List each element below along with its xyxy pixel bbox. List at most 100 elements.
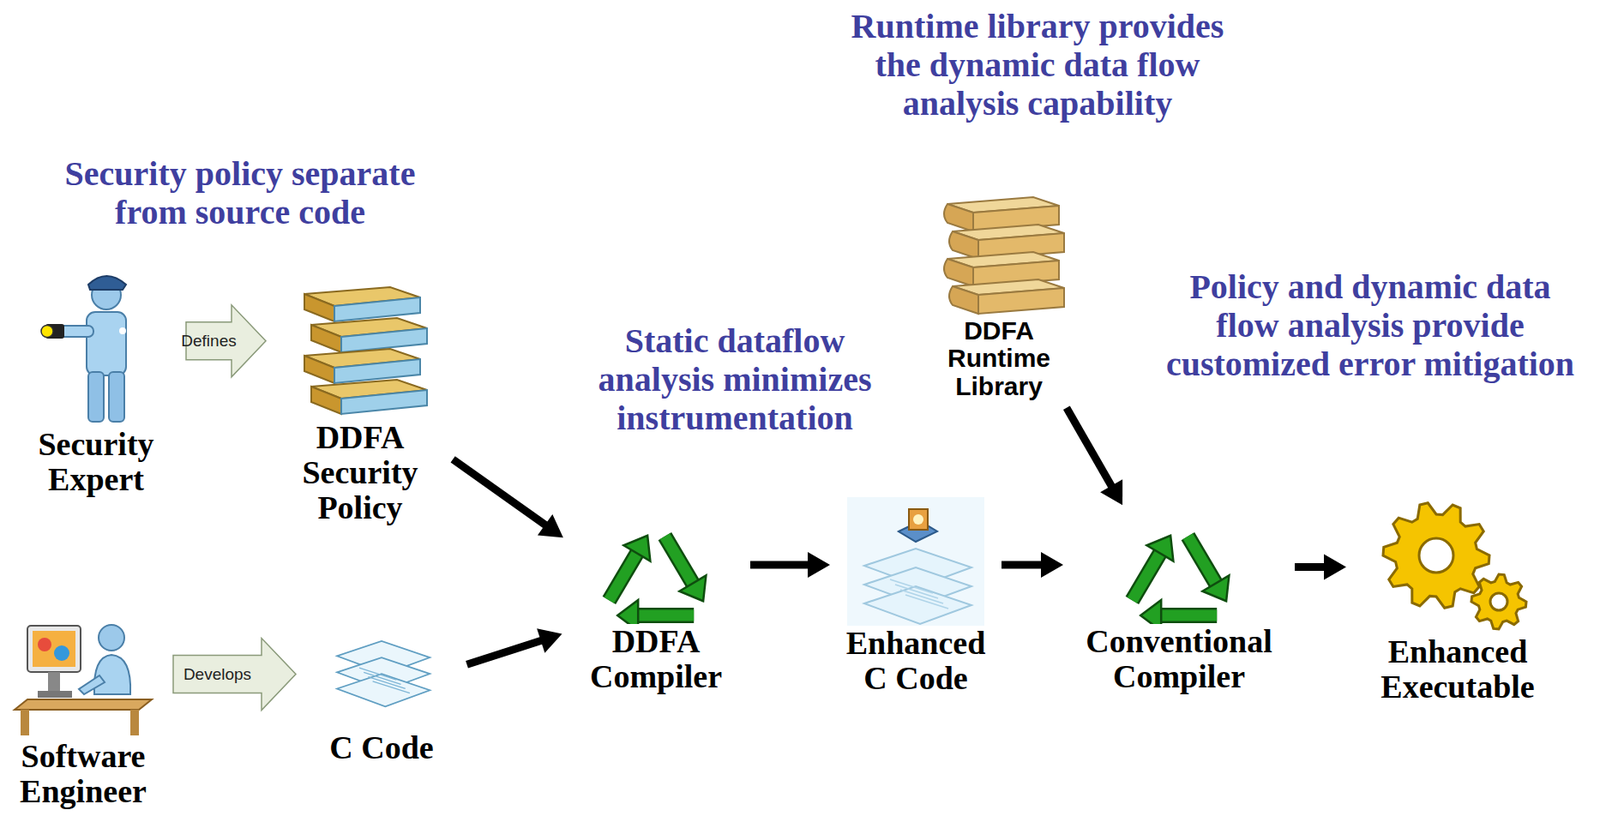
icon-part [1383, 503, 1490, 608]
node-label: Security Expert [14, 427, 178, 498]
annotation: Security policy separate from source cod… [51, 154, 429, 232]
arrow-shaft [467, 639, 545, 665]
icon-part [608, 553, 638, 601]
node-label: DDFA Runtime Library [921, 317, 1077, 401]
icon-part [119, 327, 127, 335]
arrow-head [1040, 552, 1064, 578]
icon-part [944, 258, 974, 287]
arrow-head [537, 514, 564, 538]
icon-part [372, 681, 410, 694]
node-label: DDFA Compiler [570, 624, 742, 695]
flow-arrow [467, 628, 563, 665]
icon-part [679, 575, 706, 602]
flow-arrow [1066, 408, 1123, 506]
flow-arrow [750, 552, 831, 578]
flow-arrow [1294, 554, 1347, 581]
icon-part [48, 672, 61, 693]
icon-part [108, 372, 125, 422]
node-label: Enhanced C Code [838, 625, 993, 697]
icon-part [20, 709, 30, 736]
node-icon [838, 497, 993, 626]
icon-part [98, 625, 125, 651]
node-icon [1354, 497, 1561, 635]
process-node: Conventional Compiler [1071, 512, 1287, 695]
icon-part [637, 610, 694, 622]
node-icon [570, 512, 742, 625]
icon-part [14, 699, 152, 710]
arrow-shaft [1294, 563, 1328, 572]
icon-part [608, 553, 638, 601]
node-icon [304, 619, 459, 731]
node-label: Software Engineer [1, 739, 165, 810]
icon-part [944, 204, 974, 232]
node-icon [14, 255, 178, 428]
icon-part [88, 372, 104, 422]
icon-part [664, 536, 693, 584]
icon-part [1131, 553, 1161, 601]
node-icon [1, 608, 165, 740]
arrow-head [1100, 479, 1123, 506]
icon-part [37, 637, 52, 652]
icon-part [1471, 574, 1527, 630]
icon-part [88, 276, 127, 290]
icon-part [1160, 607, 1217, 624]
actor-node: Software Engineer [1, 608, 165, 810]
icon-part [1146, 535, 1173, 562]
block-arrow [173, 638, 296, 711]
icon-part [359, 667, 397, 680]
icon-part [1202, 575, 1229, 602]
arrow-head [807, 552, 831, 578]
icon-part [617, 600, 638, 625]
icon-part [32, 631, 76, 668]
annotation: Policy and dynamic data flow analysis pr… [1160, 267, 1581, 384]
icon-part [334, 359, 421, 384]
output-node: Enhanced Executable [1354, 497, 1561, 705]
node-icon [1071, 512, 1287, 625]
process-node: DDFA Compiler [570, 512, 742, 695]
node-label: DDFA Security Policy [274, 420, 446, 526]
arrow-head [536, 628, 562, 654]
node-label: Enhanced Executable [1354, 634, 1561, 705]
icon-part [908, 509, 928, 530]
node-label: Conventional Compiler [1071, 624, 1287, 695]
icon-part [130, 709, 139, 736]
flow-arrow [452, 459, 564, 538]
edge-label: Defines [180, 331, 236, 351]
library-node: DDFA Runtime Library [921, 180, 1077, 401]
node-icon [921, 180, 1077, 318]
block-arrow-body [173, 638, 296, 711]
icon-part [86, 312, 127, 376]
annotation: Static dataflow analysis minimizes instr… [589, 321, 881, 438]
arrow-shaft [1066, 408, 1113, 489]
arrow-shaft [1001, 561, 1045, 570]
icon-part [1160, 610, 1217, 622]
icon-part [1419, 538, 1454, 573]
icon-part [304, 294, 335, 322]
icon-part [637, 607, 694, 624]
icon-part [978, 288, 1065, 314]
node-label: C Code [304, 730, 459, 766]
flow-arrow [1001, 552, 1064, 578]
icon-part [1490, 593, 1508, 611]
actor-node: Security Expert [14, 255, 178, 498]
document-node: C Code [304, 619, 459, 766]
icon-part [1187, 536, 1216, 584]
icon-part [334, 297, 421, 322]
arrow-shaft [452, 459, 548, 528]
icon-part [304, 355, 335, 384]
document-node: Enhanced C Code [838, 497, 993, 697]
icon-part [37, 691, 73, 698]
node-icon [274, 261, 446, 421]
icon-part [1187, 536, 1216, 584]
document-node: DDFA Security Policy [274, 261, 446, 526]
icon-part [949, 286, 979, 314]
icon-part [847, 497, 985, 626]
icon-part [78, 675, 105, 695]
arrow-shaft [750, 561, 812, 570]
icon-part [41, 325, 54, 338]
icon-part [54, 645, 70, 662]
annotation: Runtime library provides the dynamic dat… [844, 6, 1231, 123]
icon-part [949, 231, 979, 259]
